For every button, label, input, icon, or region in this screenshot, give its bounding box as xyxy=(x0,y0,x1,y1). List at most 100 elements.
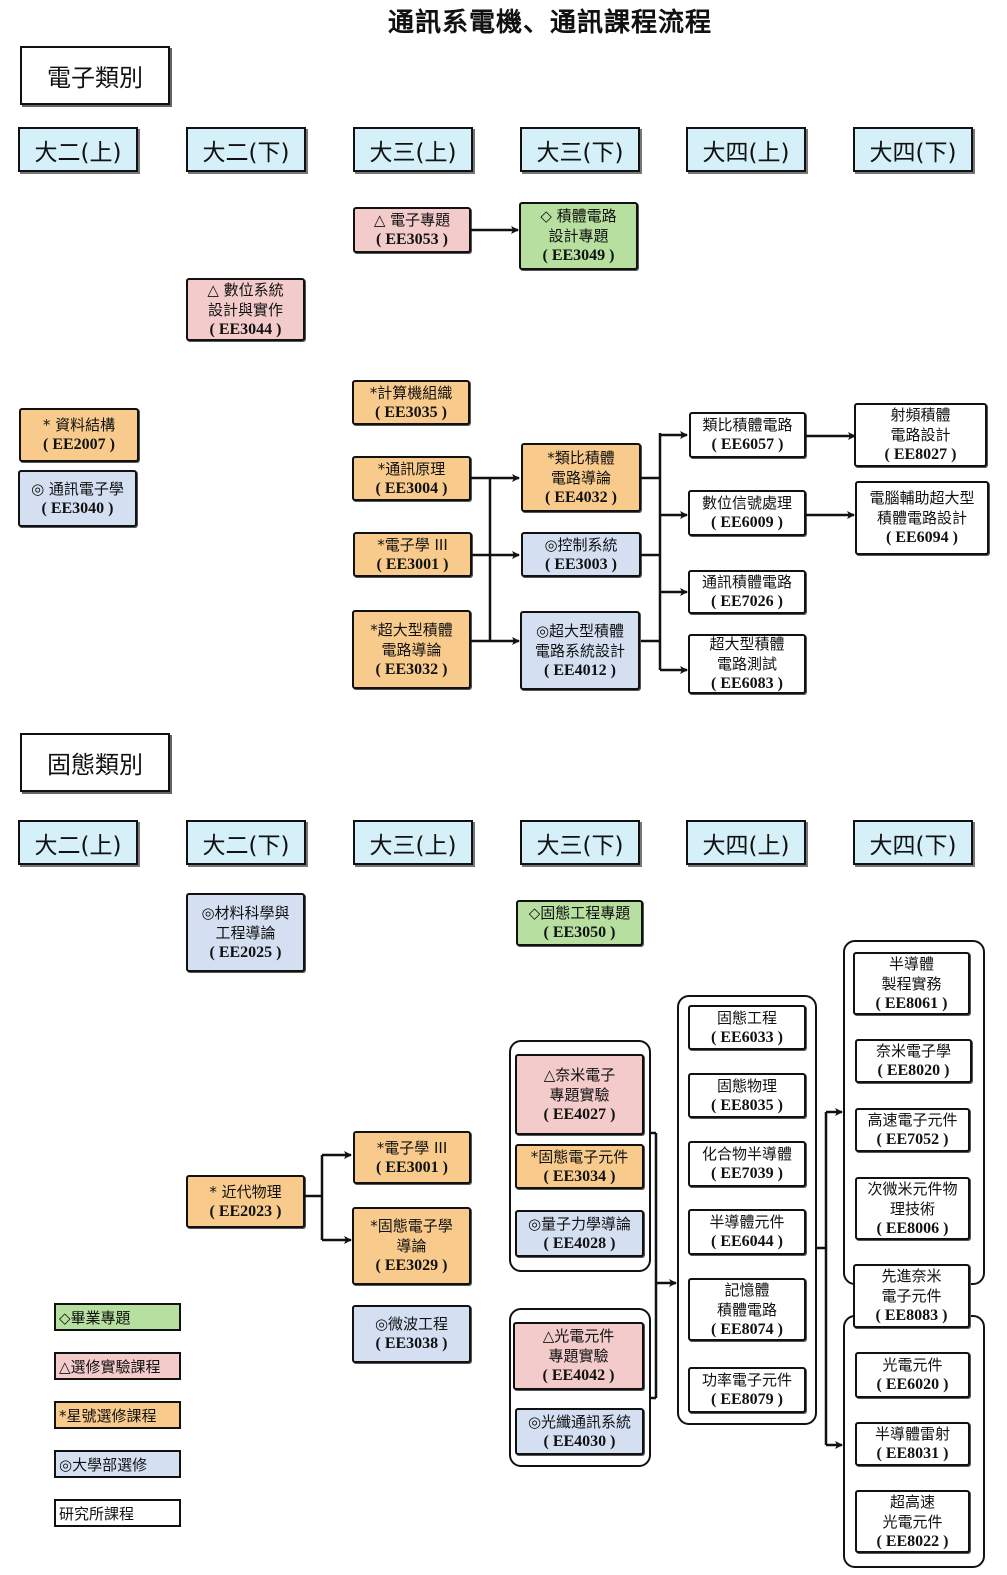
course-name: 光電元件 xyxy=(882,1512,943,1531)
course-box-ee4032[interactable]: *類比積體電路導論( EE4032 ) xyxy=(521,443,641,512)
course-box-ee8020[interactable]: 奈米電子學 ( EE8020 ) xyxy=(855,1039,972,1083)
course-code: ( EE2025 ) xyxy=(209,943,282,961)
legend-item: ◎大學部選修 xyxy=(54,1450,181,1478)
course-box-ee8074[interactable]: 記憶體積體電路( EE8074 ) xyxy=(688,1278,806,1341)
course-box-ee3050[interactable]: ◇固態工程專題( EE3050 ) xyxy=(516,900,643,946)
course-box-ee7026[interactable]: 通訊積體電路( EE7026 ) xyxy=(688,570,806,614)
course-box-ee3049[interactable]: ◇ 積體電路設計專題( EE3049 ) xyxy=(519,202,638,270)
course-box-ee3044[interactable]: △ 數位系統設計與實作( EE3044 ) xyxy=(186,278,305,341)
course-box-ee6009[interactable]: 數位信號處理( EE6009 ) xyxy=(688,490,806,536)
course-code: ( EE3001 ) xyxy=(376,1158,448,1176)
course-box-ee8006[interactable]: 次微米元件物理技術( EE8006 ) xyxy=(855,1177,970,1240)
course-box-ee8022[interactable]: 超高速光電元件( EE8022 ) xyxy=(855,1490,970,1553)
course-box-ee8027[interactable]: 射頻積體電路設計( EE8027 ) xyxy=(854,403,987,467)
course-box-ee2025[interactable]: ◎材料科學與工程導論( EE2025 ) xyxy=(186,893,305,972)
course-code: ( EE6057 ) xyxy=(711,436,784,453)
course-name: 電路系統設計 xyxy=(534,641,625,660)
course-box-ee7039[interactable]: 化合物半導體( EE7039 ) xyxy=(688,1141,806,1187)
course-code: ( EE8022 ) xyxy=(876,1532,949,1550)
course-box-ee2007[interactable]: * 資料結構( EE2007 ) xyxy=(19,408,139,462)
course-box-ee3001b[interactable]: *電子學 III( EE3001 ) xyxy=(353,1131,471,1184)
course-name: 高速電子元件 xyxy=(867,1111,958,1129)
course-code: ( EE6009 ) xyxy=(711,514,783,531)
course-box-ee6033[interactable]: 固態工程( EE6033 ) xyxy=(688,1005,806,1050)
course-name: 工程導論 xyxy=(215,923,276,942)
course-box-ee3034[interactable]: *固態電子元件( EE3034 ) xyxy=(515,1144,644,1189)
semester-header: 大三(上) xyxy=(353,127,473,172)
course-box-ee6083[interactable]: 超大型積體電路測試( EE6083 ) xyxy=(688,634,806,694)
course-box-ee4028[interactable]: ◎量子力學導論( EE4028 ) xyxy=(515,1210,644,1257)
course-name: 半導體元件 xyxy=(709,1213,785,1231)
course-name: 電路測試 xyxy=(716,655,777,673)
course-name: ◎量子力學導論 xyxy=(527,1214,632,1233)
course-code: ( EE7026 ) xyxy=(711,593,783,610)
semester-header: 大二(下) xyxy=(186,127,306,172)
course-box-ee8035[interactable]: 固態物理( EE8035 ) xyxy=(688,1073,806,1118)
course-name: *計算機組織 xyxy=(369,383,453,402)
course-box-ee3001a[interactable]: *電子學 III( EE3001 ) xyxy=(353,532,472,577)
semester-header: 大二(上) xyxy=(18,820,138,865)
course-box-ee4030[interactable]: ◎光纖通訊系統( EE4030 ) xyxy=(515,1408,644,1455)
course-box-ee3029[interactable]: *固態電子學導論( EE3029 ) xyxy=(352,1207,471,1285)
course-name: 固態工程 xyxy=(716,1008,777,1027)
course-box-ee6020[interactable]: 光電元件( EE6020 ) xyxy=(855,1352,970,1398)
semester-header: 大二(下) xyxy=(186,820,306,865)
category-label: 電子類別 xyxy=(20,46,170,105)
course-box-ee7052[interactable]: 高速電子元件( EE7052 ) xyxy=(855,1108,970,1152)
course-name: 設計專題 xyxy=(548,227,609,245)
course-box-ee2023[interactable]: * 近代物理( EE2023 ) xyxy=(186,1175,305,1228)
course-name: 奈米電子學 xyxy=(875,1042,951,1060)
course-name: 固態物理 xyxy=(716,1076,777,1095)
course-code: ( EE8079 ) xyxy=(711,1391,783,1408)
course-name: *固態電子學 xyxy=(370,1217,453,1235)
course-name: ◎ 通訊電子學 xyxy=(31,479,124,498)
course-name: 射頻積體 xyxy=(890,406,951,424)
course-box-ee4012[interactable]: ◎超大型積體電路系統設計( EE4012 ) xyxy=(520,611,640,690)
course-code: ( EE3049 ) xyxy=(542,247,615,264)
course-box-ee3003[interactable]: ◎控制系統( EE3003 ) xyxy=(521,532,641,577)
course-box-ee4042[interactable]: △光電元件專題實驗( EE4042 ) xyxy=(513,1322,644,1390)
legend-item: *星號選修課程 xyxy=(54,1401,181,1429)
course-code: ( EE3044 ) xyxy=(209,320,282,338)
legend-item: ◇畢業專題 xyxy=(54,1303,181,1331)
course-box-ee6057[interactable]: 類比積體電路( EE6057 ) xyxy=(689,412,806,458)
course-name: 積體電路 xyxy=(716,1300,777,1319)
legend-item: 研究所課程 xyxy=(54,1499,181,1527)
semester-header: 大四(下) xyxy=(853,820,973,865)
course-box-ee3038[interactable]: ◎微波工程( EE3038 ) xyxy=(352,1305,471,1363)
semester-header: 大四(上) xyxy=(686,127,806,172)
course-name: 電路設計 xyxy=(890,426,951,444)
course-box-ee8061[interactable]: 半導體製程實務( EE8061 ) xyxy=(853,952,970,1015)
legend-item: △選修實驗課程 xyxy=(54,1352,181,1380)
course-name: 專題實驗 xyxy=(549,1085,610,1104)
course-code: ( EE4030 ) xyxy=(543,1432,616,1450)
course-box-ee8083[interactable]: 先進奈米電子元件( EE8083 ) xyxy=(853,1264,970,1328)
course-code: ( EE7039 ) xyxy=(711,1165,783,1182)
course-box-ee3035[interactable]: *計算機組織( EE3035 ) xyxy=(352,380,470,425)
course-name: ◎控制系統 xyxy=(544,535,618,554)
course-name: *電子學 III xyxy=(377,535,448,554)
course-code: ( EE3032 ) xyxy=(375,660,448,678)
course-code: ( EE8020 ) xyxy=(877,1062,950,1079)
course-name: 積體電路設計 xyxy=(876,509,967,527)
course-code: ( EE3003 ) xyxy=(545,555,617,573)
course-box-ee8079[interactable]: 功率電子元件( EE8079 ) xyxy=(688,1367,806,1413)
semester-header: 大三(上) xyxy=(353,820,473,865)
course-box-ee3004[interactable]: *通訊原理( EE3004 ) xyxy=(352,456,471,501)
course-code: ( EE3034 ) xyxy=(543,1167,616,1185)
course-name: ◎微波工程 xyxy=(374,1315,449,1333)
course-code: ( EE4042 ) xyxy=(542,1367,615,1384)
course-box-ee3053[interactable]: △ 電子專題( EE3053 ) xyxy=(353,207,471,253)
course-box-ee6094[interactable]: 電腦輔助超大型積體電路設計( EE6094 ) xyxy=(855,481,989,555)
course-box-ee4027[interactable]: △奈米電子專題實驗( EE4027 ) xyxy=(515,1054,644,1135)
course-box-ee3032[interactable]: *超大型積體電路導論( EE3032 ) xyxy=(352,610,471,689)
course-code: ( EE6083 ) xyxy=(711,675,783,692)
course-box-ee8031[interactable]: 半導體雷射( EE8031 ) xyxy=(855,1422,970,1466)
course-box-ee6044[interactable]: 半導體元件( EE6044 ) xyxy=(688,1209,806,1255)
course-code: ( EE4012 ) xyxy=(544,661,616,679)
course-name: 製程實務 xyxy=(881,974,942,993)
course-name: 電子元件 xyxy=(881,1287,942,1305)
course-code: ( EE3053 ) xyxy=(376,231,448,248)
course-box-ee3040[interactable]: ◎ 通訊電子學( EE3040 ) xyxy=(18,470,137,527)
